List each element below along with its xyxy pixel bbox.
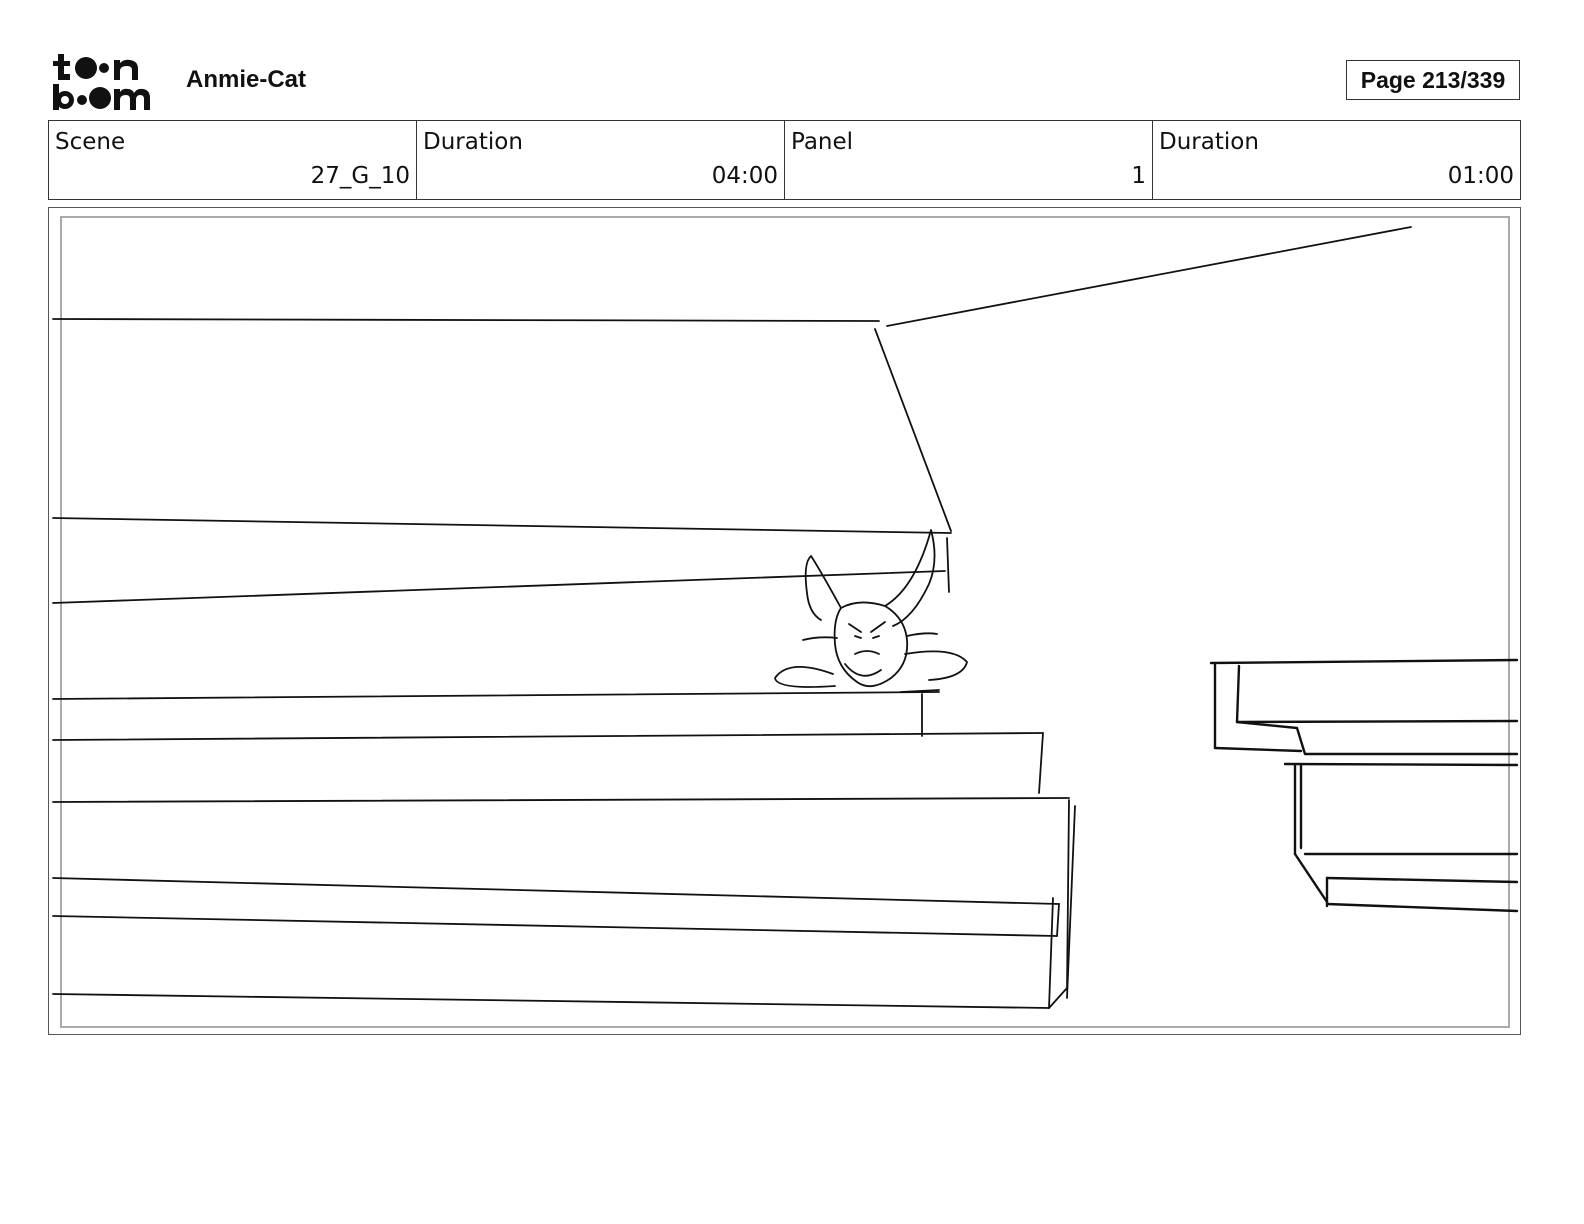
cat-right-paw [904,650,968,681]
sketch-line [52,691,940,700]
scene-duration-label: Duration [423,129,523,155]
cat-head [833,601,909,688]
cat-mouth [854,650,880,655]
cat-left-paw [774,665,836,688]
storyboard-panel [48,207,1521,1035]
sketch-line [1235,719,1519,724]
sketch-line [52,732,1044,741]
panel-duration-value: 01:00 [1447,163,1514,189]
sketch-line [52,318,880,322]
sketch-line [1056,903,1060,937]
sketch-line [946,537,950,593]
scene-duration-cell: Duration 04:00 [417,121,785,199]
sketch-line [1038,732,1044,794]
sketch-line [1048,987,1068,1009]
sketch-line [1325,902,1519,913]
scene-cell: Scene 27_G_10 [49,121,417,199]
sketch-line [52,797,1070,803]
project-title: Anmie-Cat [186,66,307,93]
sketch-line [52,993,1050,1009]
sketch-line [1066,805,1076,999]
safe-area-frame [60,216,1510,1028]
panel-label: Panel [791,129,854,155]
sketch-line [1235,720,1519,756]
panel-value: 1 [1131,163,1146,189]
scene-duration-value: 04:00 [711,163,778,189]
toonboom-logo [53,54,150,110]
sketch-line [1209,658,1519,665]
cat-eyes [854,635,880,639]
cat-brow [848,621,886,633]
sketch-line [1048,897,1054,1009]
panel-duration-cell: Duration 01:00 [1153,121,1520,199]
sketch-line [1213,746,1303,753]
cat-left-ear [804,555,842,621]
scene-label: Scene [55,129,126,155]
sketch-line [900,689,940,693]
sketch-line [1283,762,1519,767]
sketch-line [52,570,946,604]
panel-sketch [52,226,1519,1009]
page-indicator: Page 213/339 [1346,60,1520,100]
scene-value: 27_G_10 [310,163,410,189]
cat-chin [844,663,882,677]
sketch-line [1325,876,1519,884]
cat-collar [802,632,938,641]
sketch-line [1066,799,1070,991]
sketch-line [52,915,1058,937]
sketch-line [1293,852,1329,904]
sketch-line [52,517,952,534]
sketch-line [1235,664,1241,724]
sketch-line [886,226,1412,327]
scene-info-table: Scene 27_G_10 Duration 04:00 Panel 1 Dur… [48,120,1521,200]
panel-duration-label: Duration [1159,129,1259,155]
cat-right-ear [884,529,936,627]
panel-cell: Panel 1 [785,121,1153,199]
sketch-line [874,328,952,532]
sketch-line [52,877,1060,905]
cat-sketch [774,529,968,688]
